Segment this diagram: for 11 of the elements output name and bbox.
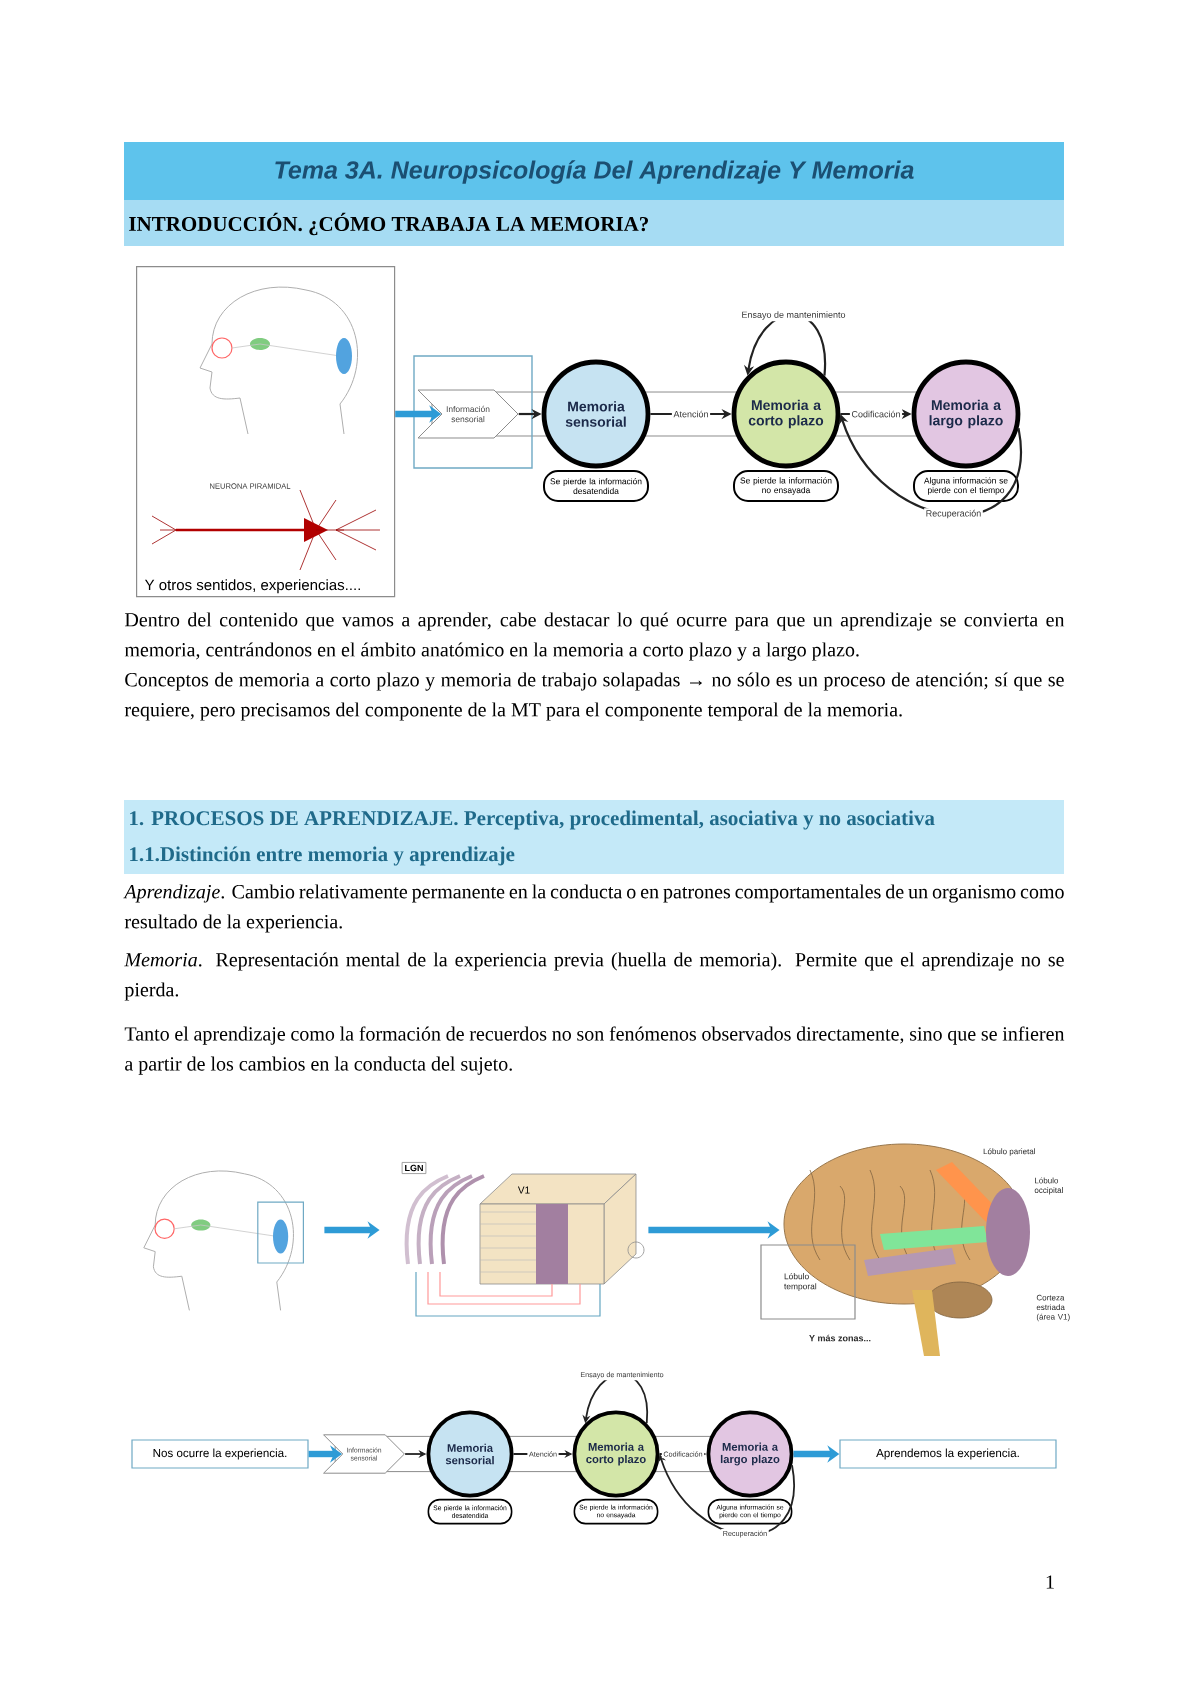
head-drawing [143,1170,304,1311]
paragraph: Memoria. Representación mental de la experiencia previa (huella de memoria). Permite que el aprendizaje no se pierda. [124,952,1064,1001]
title-band: Tema 3A. Neuropsicología Del Aprendizaje Y Memoria [124,142,1064,200]
paragraph: Aprendizaje. Cambio relativamente permanente en la conducta o en patrones comportamentales de un organismo como resultado de la experiencia. [123,884,1064,933]
section-heading: INTRODUCCIÓN. ¿CÓMO TRABAJA LA MEMORIA? [124,200,1064,246]
page-number: 1 [1046,1575,1054,1589]
visual-pathway-drawing [404,1173,645,1317]
section-subheading: 1.1.Distinción entre memoria y aprendizaje [130,846,515,866]
curved-arrow [658,1454,795,1536]
paragraph: Tanto el aprendizaje como la formación de recuerdos no son fenómenos observados directamente, sino que se infieren a partir de los cambios en la conducta del sujeto. [124,1026,1065,1075]
paragraph: Conceptos de memoria a corto plazo y memoria de trabajo solapadas → no sólo es un proceso de atención; sí que se requiere, pero precisamos del componente de la MT para el componente temporal de la memoria. [124,672,1064,721]
